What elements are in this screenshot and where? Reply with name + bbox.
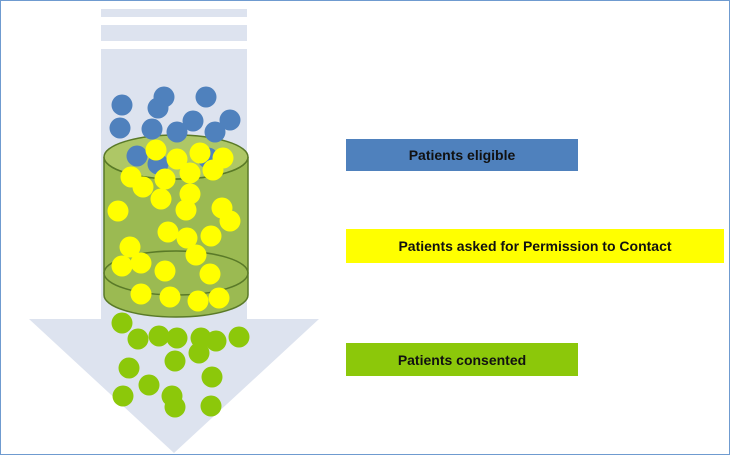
green-dot bbox=[112, 385, 134, 407]
yellow-dot bbox=[157, 221, 179, 243]
blue-dot bbox=[147, 97, 169, 119]
blue-dot bbox=[166, 121, 188, 143]
legend-patients-eligible: Patients eligible bbox=[346, 139, 578, 171]
green-dot bbox=[111, 312, 133, 334]
blue-dot bbox=[204, 121, 226, 143]
yellow-dot bbox=[145, 139, 167, 161]
green-dot bbox=[228, 326, 250, 348]
yellow-dot bbox=[154, 168, 176, 190]
green-dot bbox=[148, 325, 170, 347]
legend-patients-consented-label: Patients consented bbox=[397, 351, 527, 368]
legend-patients-permission-label: Patients asked for Permission to Contact bbox=[398, 238, 672, 254]
yellow-dot bbox=[187, 290, 209, 312]
yellow-dot bbox=[200, 225, 222, 247]
yellow-dot bbox=[159, 286, 181, 308]
blue-dot bbox=[109, 117, 131, 139]
arrow-stripe-middle bbox=[101, 25, 247, 41]
green-dot bbox=[166, 327, 188, 349]
yellow-dot bbox=[199, 263, 221, 285]
yellow-dot bbox=[130, 283, 152, 305]
yellow-dot bbox=[130, 252, 152, 274]
dots-layer bbox=[107, 86, 250, 418]
yellow-dot bbox=[119, 236, 141, 258]
yellow-dot bbox=[175, 199, 197, 221]
yellow-dot bbox=[208, 287, 230, 309]
yellow-dot bbox=[107, 200, 129, 222]
legend-patients-eligible-label: Patients eligible bbox=[408, 147, 516, 163]
yellow-dot bbox=[166, 148, 188, 170]
blue-dot bbox=[195, 86, 217, 108]
yellow-dot bbox=[132, 176, 154, 198]
yellow-dot bbox=[150, 188, 172, 210]
green-dot bbox=[200, 395, 222, 417]
yellow-dot bbox=[185, 244, 207, 266]
yellow-dot bbox=[179, 183, 201, 205]
yellow-dot bbox=[202, 159, 224, 181]
blue-dot bbox=[126, 145, 148, 167]
green-dot bbox=[127, 328, 149, 350]
arrow-stripe-top bbox=[101, 9, 247, 17]
green-dot bbox=[164, 350, 186, 372]
green-dot bbox=[188, 342, 210, 364]
green-dot bbox=[201, 366, 223, 388]
yellow-dot bbox=[179, 162, 201, 184]
legend-patients-consented: Patients consented bbox=[346, 343, 578, 376]
blue-dot bbox=[111, 94, 133, 116]
green-dot bbox=[205, 330, 227, 352]
yellow-dot bbox=[154, 260, 176, 282]
yellow-dot bbox=[219, 210, 241, 232]
yellow-dot bbox=[111, 255, 133, 277]
green-dot bbox=[138, 374, 160, 396]
yellow-dot bbox=[176, 227, 198, 249]
blue-dot bbox=[182, 110, 204, 132]
green-dot bbox=[164, 396, 186, 418]
legend-patients-permission: Patients asked for Permission to Contact bbox=[346, 229, 724, 263]
blue-dot bbox=[219, 109, 241, 131]
green-dot bbox=[118, 357, 140, 379]
blue-dot bbox=[141, 118, 163, 140]
yellow-dot bbox=[189, 142, 211, 164]
